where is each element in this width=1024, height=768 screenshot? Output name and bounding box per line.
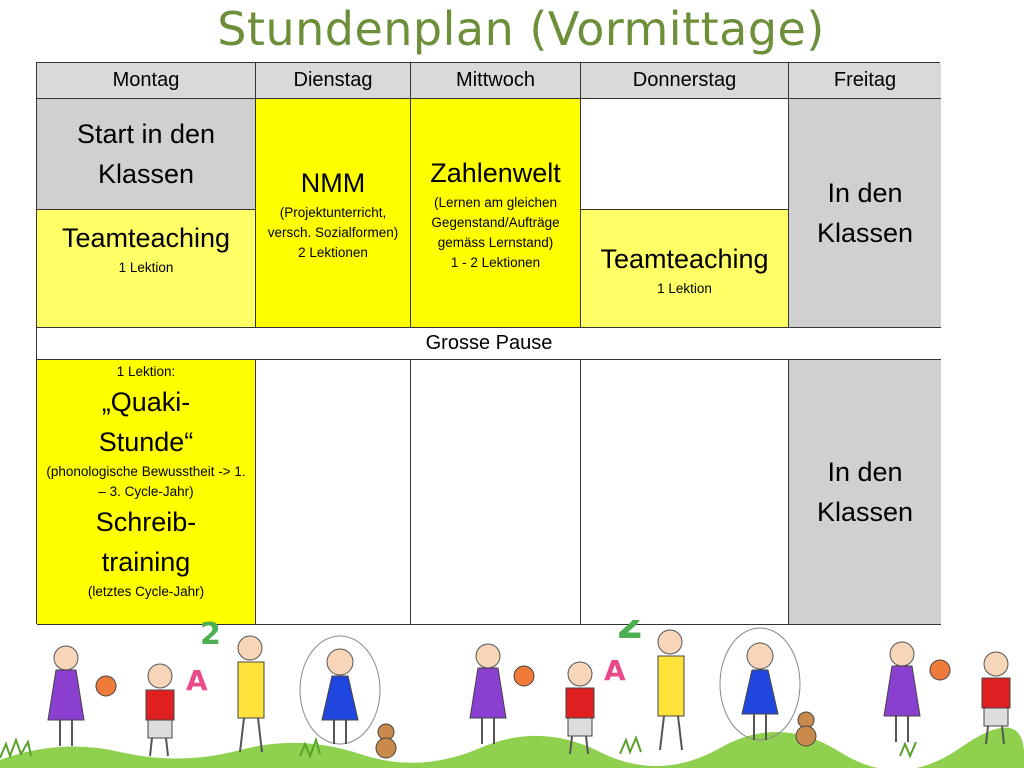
child-red-shirt-middle: [565, 661, 595, 755]
child-purple-dress-right: [883, 641, 951, 742]
page-title: Stundenplan (Vormittage): [217, 2, 825, 56]
children-playing-illustration: 2 2 A A: [0, 620, 1024, 768]
cell-montag-teamteaching: Teamteaching 1 Lektion: [37, 210, 256, 328]
montag-b-quaki: „Quaki-Stunde“: [98, 387, 194, 457]
mittwoch-sub: (Lernen am gleichen Gegenstand/Aufträge …: [431, 195, 560, 250]
timetable: Montag Dienstag Mittwoch Donnerstag Frei…: [36, 62, 941, 625]
montag-b-schreib: Schreib-training: [95, 507, 197, 577]
letter-a-left: A: [186, 664, 208, 697]
cell-montag-quaki: 1 Lektion: „Quaki-Stunde“ (phonologische…: [37, 360, 256, 625]
montag-teamteaching-label: Teamteaching: [61, 223, 231, 253]
header-mittwoch: Mittwoch: [411, 63, 581, 99]
cell-montag-start: Start in den Klassen: [37, 99, 256, 210]
child-yellow-stripes-middle: [657, 629, 685, 751]
header-montag: Montag: [37, 63, 256, 99]
dienstag-sub: (Projektunterricht, versch. Sozialformen…: [267, 205, 399, 240]
teddy-bear-right: [795, 711, 817, 747]
header-dienstag: Dienstag: [256, 63, 411, 99]
cell-mittwoch-bottom-empty: [411, 360, 581, 625]
mittwoch-title: Zahlenwelt: [430, 158, 561, 188]
montag-start-label: Start in den Klassen: [76, 119, 216, 189]
cell-donnerstag-empty: [581, 99, 789, 210]
cell-dienstag-bottom-empty: [256, 360, 411, 625]
montag-b-schreib-sub: (letztes Cycle-Jahr): [87, 584, 205, 599]
child-yellow-stripes-left: [237, 635, 265, 753]
header-freitag: Freitag: [789, 63, 941, 99]
child-purple-dress-left: [47, 645, 117, 746]
digit-two-right: 2: [616, 620, 644, 648]
montag-b-lesson: 1 Lektion:: [116, 364, 176, 379]
digit-two-left: 2: [200, 620, 221, 652]
child-jump-rope-right: [719, 627, 801, 741]
donnerstag-teamteaching-sub: 1 Lektion: [657, 280, 712, 296]
letter-a-right: A: [604, 654, 626, 687]
dienstag-lessons: 2 Lektionen: [298, 245, 368, 260]
header-donnerstag: Donnerstag: [581, 63, 789, 99]
cell-grosse-pause: Grosse Pause: [37, 328, 941, 360]
freitag-top-label: In den Klassen: [816, 178, 914, 248]
child-purple-dress-middle: [469, 643, 535, 744]
cell-mittwoch-zahlenwelt: Zahlenwelt (Lernen am gleichen Gegenstan…: [411, 99, 581, 328]
donnerstag-teamteaching-label: Teamteaching: [600, 243, 769, 274]
teddy-bear-left: [375, 723, 397, 759]
dienstag-title: NMM: [300, 168, 366, 198]
cell-donnerstag-bottom-empty: [581, 360, 789, 625]
child-red-shirt-right: [981, 651, 1011, 745]
cell-dienstag-nmm: NMM (Projektunterricht, versch. Sozialfo…: [256, 99, 411, 328]
child-red-shirt-left: [145, 663, 175, 757]
montag-teamteaching-sub: 1 Lektion: [118, 260, 174, 275]
cell-donnerstag-teamteaching: Teamteaching 1 Lektion: [581, 210, 789, 328]
cell-freitag-bottom: In den Klassen: [789, 360, 941, 625]
freitag-bottom-label: In den Klassen: [816, 457, 914, 527]
cell-freitag-top: In den Klassen: [789, 99, 941, 328]
child-jump-rope-left: [299, 635, 381, 745]
mittwoch-lessons: 1 - 2 Lektionen: [450, 255, 541, 270]
montag-b-quaki-sub: (phonologische Bewusstheit -> 1. – 3. Cy…: [46, 464, 246, 499]
